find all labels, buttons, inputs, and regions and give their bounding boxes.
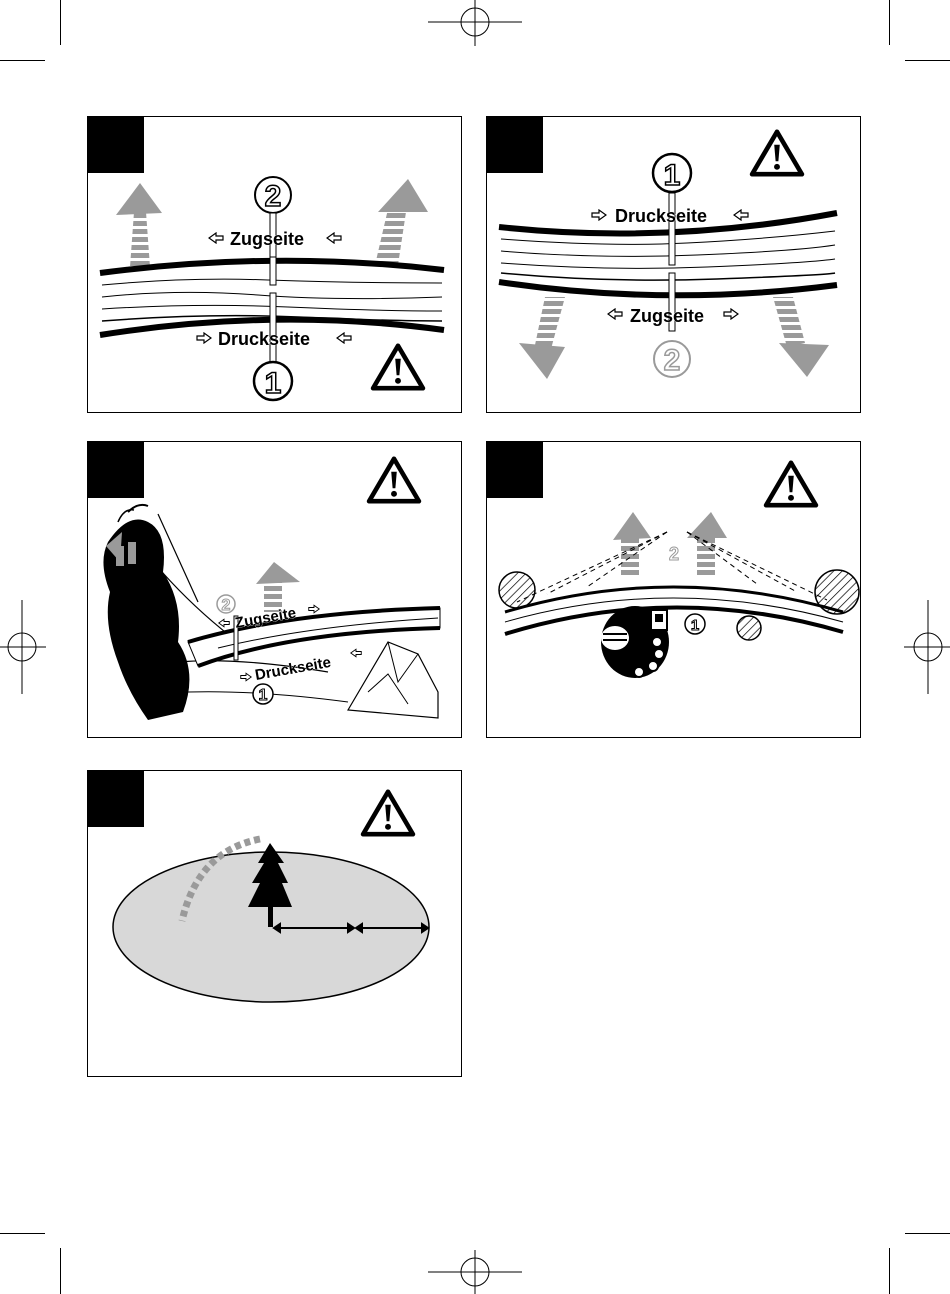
crop-mark bbox=[905, 1233, 950, 1234]
crop-mark bbox=[60, 0, 61, 45]
svg-text:1: 1 bbox=[259, 687, 268, 704]
cut-number-2: 2 bbox=[669, 544, 679, 564]
figure-panel-2: 1 2 Druckseite Zugseite bbox=[486, 116, 861, 413]
support-log bbox=[737, 616, 761, 640]
arrow-icon bbox=[209, 233, 223, 243]
svg-text:2: 2 bbox=[664, 344, 681, 377]
arrow-icon bbox=[608, 309, 622, 319]
cut-number-1: 1 bbox=[653, 154, 691, 192]
tension-arrow-left bbox=[116, 183, 162, 267]
crop-mark bbox=[889, 1248, 890, 1294]
cut-number-2: 2 bbox=[654, 341, 690, 377]
svg-text:1: 1 bbox=[265, 367, 282, 400]
tension-arrow-right bbox=[375, 179, 428, 265]
figure-panel-1: 2 1 Zugseite Druckseite bbox=[87, 116, 462, 413]
svg-text:1: 1 bbox=[691, 617, 699, 634]
crop-mark bbox=[0, 1233, 45, 1234]
svg-text:2: 2 bbox=[265, 180, 282, 213]
tension-arrow-right bbox=[687, 512, 727, 578]
compression-side-label: Druckseite bbox=[254, 654, 333, 684]
crop-mark bbox=[905, 60, 950, 61]
arrow-icon bbox=[337, 333, 351, 343]
figure-panel-5 bbox=[87, 770, 462, 1077]
cut-number-2: 2 bbox=[255, 177, 291, 213]
warning-triangle-icon bbox=[363, 792, 413, 834]
tension-side-label: Zugseite bbox=[230, 229, 304, 249]
svg-text:2: 2 bbox=[669, 544, 679, 564]
cut-number-1: 1 bbox=[254, 362, 292, 400]
crop-mark bbox=[0, 60, 45, 61]
warning-triangle-icon bbox=[752, 132, 802, 174]
arrow-icon bbox=[351, 649, 362, 657]
arrow-icon bbox=[327, 233, 341, 243]
warning-triangle-icon bbox=[373, 346, 423, 388]
arrow-icon bbox=[592, 210, 606, 220]
support-log bbox=[499, 572, 535, 608]
cut-number-1: 1 bbox=[253, 684, 273, 704]
cut-number-2: 2 bbox=[217, 595, 235, 614]
compression-side-label: Druckseite bbox=[218, 329, 310, 349]
registration-mark-right bbox=[904, 600, 950, 694]
crop-mark bbox=[60, 1248, 61, 1294]
registration-mark-left bbox=[0, 600, 46, 694]
arrow-icon bbox=[734, 210, 748, 220]
svg-text:2: 2 bbox=[222, 597, 231, 614]
crop-mark bbox=[889, 0, 890, 45]
figure-panel-4: 2 1 bbox=[486, 441, 861, 738]
tension-arrow-left bbox=[613, 512, 651, 578]
svg-text:1: 1 bbox=[664, 159, 681, 192]
figure-panel-3: 2 1 Zugseite Druckseite bbox=[87, 441, 462, 738]
arrow-icon bbox=[724, 309, 738, 319]
tension-side-label: Zugseite bbox=[630, 306, 704, 326]
warning-triangle-icon bbox=[766, 463, 816, 505]
registration-mark-top bbox=[428, 0, 522, 46]
support-log bbox=[815, 570, 859, 614]
registration-mark-bottom bbox=[428, 1250, 522, 1294]
log-beam bbox=[505, 587, 843, 634]
compression-side-label: Druckseite bbox=[615, 206, 707, 226]
cut-number-1: 1 bbox=[685, 614, 705, 634]
arrow-icon bbox=[197, 333, 211, 343]
arrow-icon bbox=[219, 619, 230, 627]
arrow-icon bbox=[241, 673, 252, 681]
warning-triangle-icon bbox=[369, 459, 419, 501]
operator-figure bbox=[601, 606, 669, 678]
arrow-icon bbox=[309, 605, 320, 613]
tension-arrow-left bbox=[519, 297, 565, 379]
tension-arrow-right bbox=[773, 297, 829, 377]
